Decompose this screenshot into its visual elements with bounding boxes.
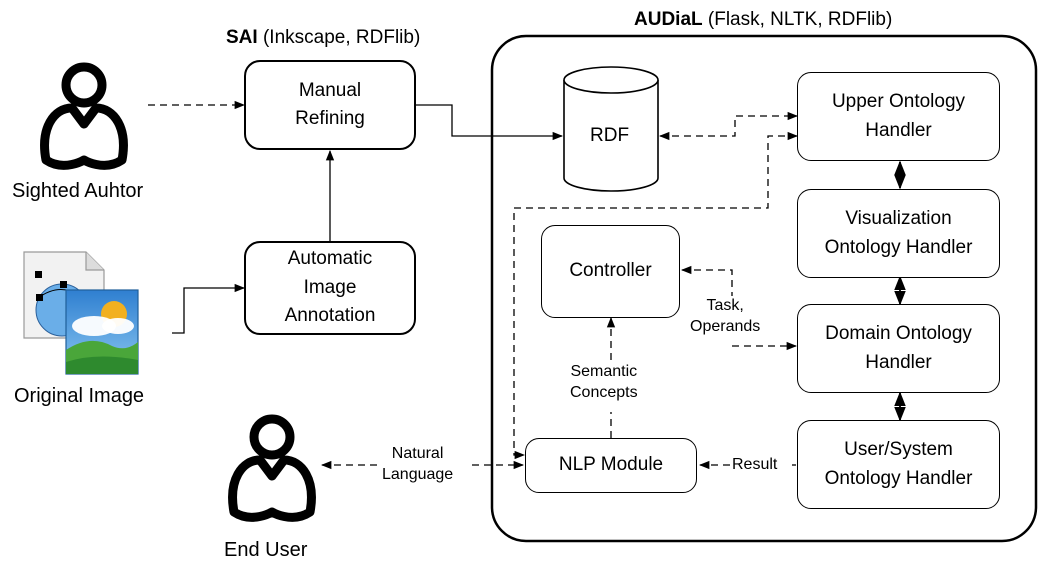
domain-ontology-handler-box: Domain Ontology Handler [797,304,1000,393]
upper-ontology-handler-box: Upper Ontology Handler [797,72,1000,161]
end-user-label: End User [224,539,308,561]
original-image-label: Original Image [14,385,145,407]
person-icon [228,414,316,522]
user-system-ontology-handler-box: User/System Ontology Handler [797,420,1000,509]
audial-group-title: AUDiaL (Flask, NLTK, RDFlib) [634,8,892,32]
sai-group-title: SAI (Inkscape, RDFlib) [226,26,420,50]
result-label: Result [732,455,778,476]
sai-name: SAI [226,27,258,48]
automatic-image-annotation-box: Automatic Image Annotation [244,241,416,335]
person-icon [40,62,128,170]
semantic-concepts-label: Semantic Concepts [570,362,638,404]
sai-tech: (Inkscape, RDFlib) [257,27,421,48]
task-operands-label: Task, Operands [690,296,761,338]
audial-tech: (Flask, NLTK, RDFlib) [702,9,893,30]
nlp-module-box: NLP Module [525,438,697,493]
audial-container [490,34,1038,543]
audial-name: AUDiaL [634,9,703,30]
image-file-icon [23,251,139,375]
visualization-ontology-handler-box: Visualization Ontology Handler [797,189,1000,278]
manual-refining-box: Manual Refining [244,60,416,150]
rdf-label: RDF [590,125,630,146]
controller-box: Controller [541,225,680,318]
natural-language-label: Natural Language [382,444,454,486]
sighted-author-label: Sighted Auhtor [12,180,144,202]
